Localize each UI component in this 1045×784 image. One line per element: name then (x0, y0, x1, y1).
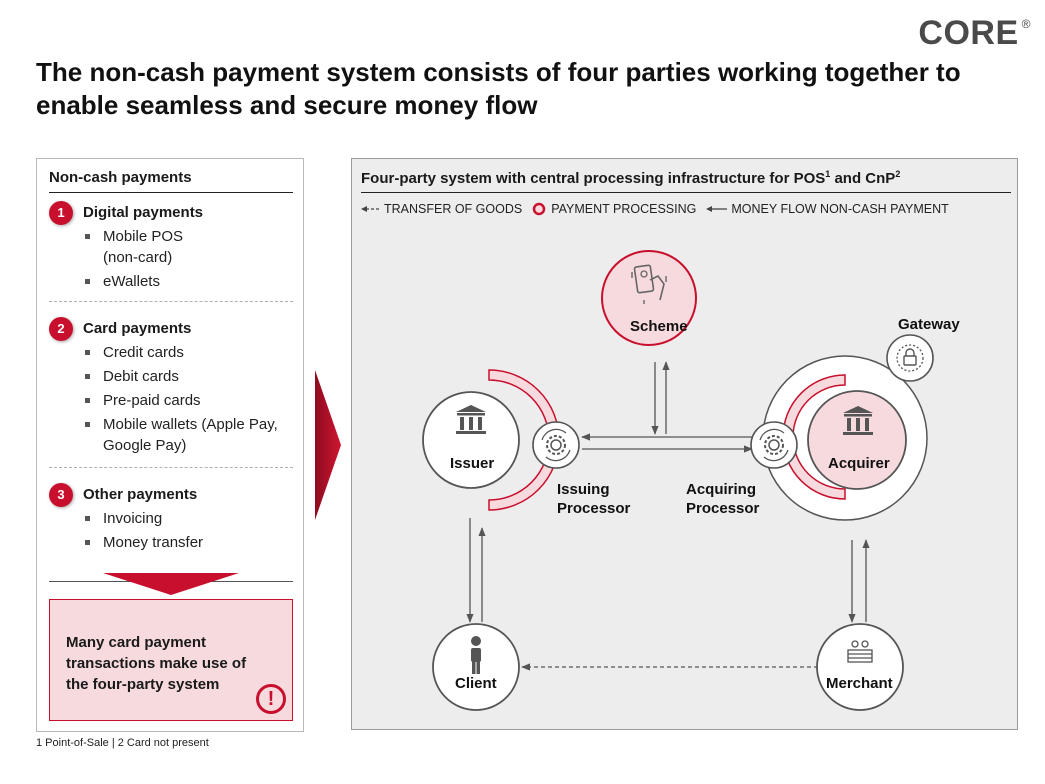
registered-mark: ® (1021, 17, 1031, 31)
processing-ring-icon (532, 202, 546, 216)
non-cash-payments-panel: Non-cash payments 1 Digital payments Mob… (36, 158, 304, 732)
section-list: Mobile POS (non-card) eWallets (49, 226, 299, 292)
client-node (432, 623, 520, 711)
section-divider (49, 467, 293, 468)
footnote-ref-2: 2 (895, 169, 901, 179)
summary-text: Many card payment transactions make use … (66, 634, 247, 693)
section-digital-payments: 1 Digital payments Mobile POS (non-card)… (49, 201, 299, 295)
list-item: Mobile POS (non-card) (49, 226, 199, 268)
gateway-label: Gateway (898, 316, 960, 333)
shop-counter-icon (847, 640, 873, 663)
summary-callout: Many card payment transactions make use … (49, 599, 293, 721)
legend: TRANSFER OF GOODS PAYMENT PROCESSING MON… (361, 202, 949, 216)
left-panel-header: Non-cash payments (49, 169, 293, 193)
chevron-right-icon (315, 370, 341, 520)
core-logo: CORE® (918, 14, 1031, 53)
section-title: 2 Card payments (49, 317, 299, 341)
issuer-label: Issuer (450, 455, 495, 472)
section-list: Invoicing Money transfer (49, 508, 299, 553)
legend-transfer-of-goods: TRANSFER OF GOODS (384, 202, 523, 216)
bank-icon (843, 406, 873, 435)
solid-arrow-icon (706, 206, 728, 212)
number-badge: 3 (49, 483, 73, 507)
legend-payment-processing: PAYMENT PROCESSING (551, 202, 697, 216)
shield-lock-icon (896, 344, 924, 372)
acquirer-node (807, 390, 907, 490)
header-text: Four-party system with central processin… (361, 170, 826, 187)
footnote-ref-1: 1 (825, 169, 831, 179)
card-hand-icon (631, 264, 667, 304)
issuing-processor-label: Issuing Processor (557, 481, 631, 517)
person-icon (471, 636, 481, 674)
section-list: Credit cards Debit cards Pre-paid cards … (49, 342, 299, 456)
acquiring-processor-node (750, 421, 798, 469)
section-title-text: Digital payments (83, 204, 204, 221)
page-title: The non-cash payment system consists of … (36, 57, 961, 120)
gear-icon (541, 428, 571, 462)
header-text-mid: and CnP (830, 170, 896, 187)
bank-icon (456, 405, 486, 434)
gear-icon (759, 428, 789, 462)
gateway-node (886, 334, 934, 382)
number-badge: 1 (49, 201, 73, 225)
client-label: Client (455, 675, 497, 692)
scheme-label: Scheme (630, 318, 688, 335)
list-item: Pre-paid cards (49, 390, 299, 411)
section-divider (49, 301, 293, 302)
issuer-node (422, 391, 520, 489)
merchant-label: Merchant (826, 675, 893, 692)
acquiring-processor-label: Acquiring Processor (686, 481, 760, 517)
issuing-processor-node (532, 421, 580, 469)
acquirer-label: Acquirer (828, 455, 890, 472)
section-title-text: Other payments (83, 486, 198, 503)
list-item: Invoicing (49, 508, 299, 529)
list-item: Credit cards (49, 342, 299, 363)
section-card-payments: 2 Card payments Credit cards Debit cards… (49, 317, 299, 459)
acquirer-processing-arc (782, 374, 846, 500)
logo-text: CORE (918, 14, 1019, 52)
right-panel-header: Four-party system with central processin… (361, 169, 1011, 193)
section-title: 3 Other payments (49, 483, 299, 507)
list-item: Mobile wallets (Apple Pay, Google Pay) (49, 414, 301, 456)
legend-money-flow: MONEY FLOW NON-CASH PAYMENT (731, 202, 949, 216)
dashed-arrow-icon (361, 206, 380, 212)
section-title-text: Card payments (83, 320, 192, 337)
list-item: eWallets (49, 271, 299, 292)
exclamation-icon: ! (256, 684, 286, 714)
down-arrow-icon (103, 573, 239, 595)
list-item: Debit cards (49, 366, 299, 387)
number-badge: 2 (49, 317, 73, 341)
section-title: 1 Digital payments (49, 201, 299, 225)
merchant-node (816, 623, 904, 711)
scheme-node (601, 250, 697, 346)
list-item: Money transfer (49, 532, 299, 553)
footnote: 1 Point-of-Sale | 2 Card not present (36, 737, 209, 749)
section-other-payments: 3 Other payments Invoicing Money transfe… (49, 483, 299, 556)
issuer-processing-arc (488, 369, 560, 511)
